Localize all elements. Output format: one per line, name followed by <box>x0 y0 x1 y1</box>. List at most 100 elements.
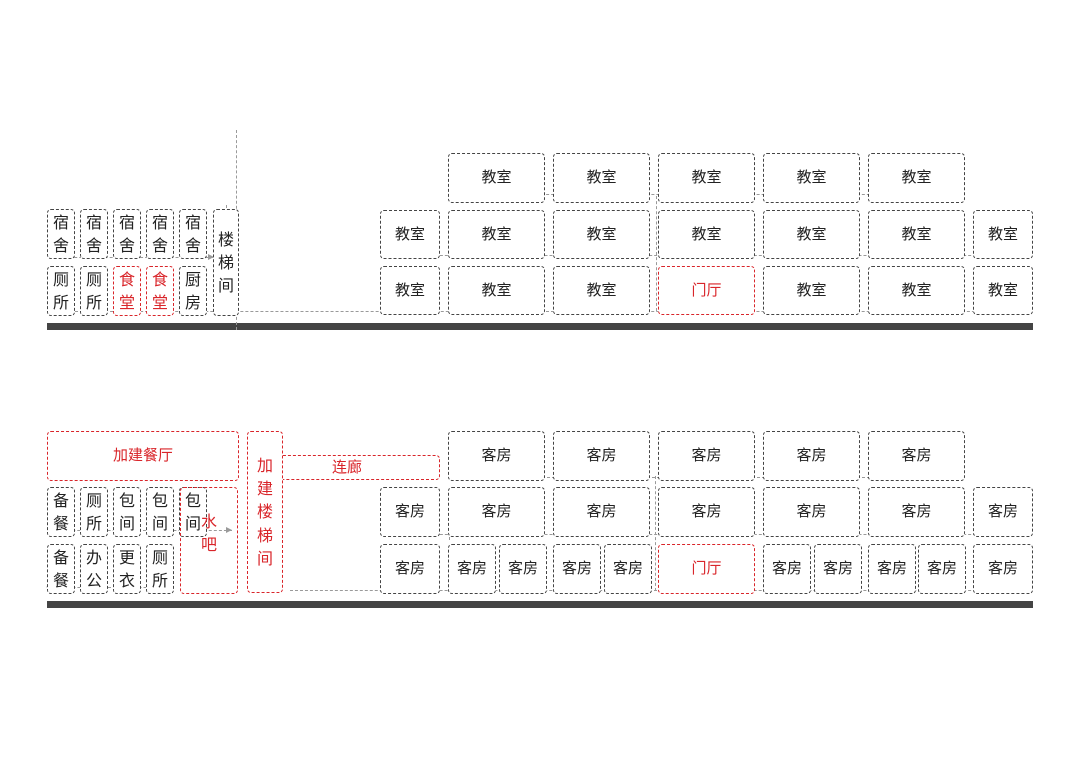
room-label: 连廊 <box>331 457 362 476</box>
room-label: 教室 <box>901 280 932 299</box>
room-box: 厕所 <box>80 487 108 537</box>
room-label: 客房 <box>394 502 425 521</box>
room-label: 包间 <box>184 490 201 533</box>
room-box: 办公 <box>80 544 108 594</box>
corridor-line <box>52 530 232 531</box>
room-box: 客房 <box>380 487 440 537</box>
room-box: 客房 <box>604 544 652 594</box>
room-label: 厕所 <box>85 269 102 312</box>
room-label: 教室 <box>586 168 617 187</box>
room-box: 教室 <box>763 210 860 259</box>
room-label: 教室 <box>394 224 425 243</box>
room-box: 包间 <box>146 487 174 537</box>
room-label: 宿舍 <box>118 212 135 255</box>
room-box: 教室 <box>658 210 755 259</box>
room-label: 宿舍 <box>184 212 201 255</box>
room-box: 客房 <box>868 544 916 594</box>
room-label: 教室 <box>987 280 1018 299</box>
room-label: 食堂 <box>151 269 168 312</box>
room-box: 加建楼梯间 <box>247 431 283 593</box>
room-box: 厨房 <box>179 266 207 316</box>
corridor-line <box>290 590 1016 591</box>
room-label: 食堂 <box>118 269 135 312</box>
room-box: 教室 <box>448 210 545 259</box>
room-box: 客房 <box>499 544 547 594</box>
room-label: 教室 <box>481 224 512 243</box>
room-label: 客房 <box>612 559 643 578</box>
room-label: 客房 <box>561 559 592 578</box>
room-label: 教室 <box>481 168 512 187</box>
room-label: 教室 <box>586 280 617 299</box>
room-box: 宿舍 <box>47 209 75 259</box>
room-label: 客房 <box>901 446 932 465</box>
room-box: 教室 <box>553 153 650 203</box>
room-label: 教室 <box>481 280 512 299</box>
room-box: 客房 <box>448 544 496 594</box>
room-box: 备餐 <box>47 544 75 594</box>
room-box: 水吧 <box>180 487 238 594</box>
room-box: 教室 <box>763 153 860 203</box>
room-label: 门厅 <box>691 559 722 578</box>
room-label: 水吧 <box>200 512 217 555</box>
room-box: 教室 <box>763 266 860 315</box>
room-box: 客房 <box>763 431 860 481</box>
room-label: 厕所 <box>85 490 102 533</box>
arrow-right-icon <box>226 527 232 533</box>
room-label: 宿舍 <box>151 212 168 255</box>
room-box: 客房 <box>814 544 862 594</box>
room-box: 客房 <box>973 544 1033 594</box>
corridor-line <box>52 587 172 588</box>
room-box: 客房 <box>448 431 545 481</box>
room-label: 加建餐厅 <box>112 446 173 465</box>
room-box: 客房 <box>868 431 965 481</box>
room-label: 教室 <box>987 224 1018 243</box>
room-label: 教室 <box>586 224 617 243</box>
room-box: 教室 <box>868 266 965 315</box>
corridor-line <box>75 311 1015 312</box>
room-box: 教室 <box>868 210 965 259</box>
room-box: 宿舍 <box>80 209 108 259</box>
room-box: 教室 <box>553 210 650 259</box>
room-label: 客房 <box>691 502 722 521</box>
room-box: 厕所 <box>80 266 108 316</box>
room-label: 客房 <box>586 502 617 521</box>
room-label: 客房 <box>987 502 1018 521</box>
room-label: 包间 <box>151 490 168 533</box>
room-label: 教室 <box>796 280 827 299</box>
room-label: 宿舍 <box>52 212 69 255</box>
room-label: 客房 <box>481 502 512 521</box>
room-box: 楼梯间 <box>213 209 239 316</box>
room-label: 备餐 <box>52 490 69 533</box>
room-label: 厕所 <box>151 547 168 590</box>
room-box: 客房 <box>763 487 860 537</box>
room-box: 客房 <box>763 544 811 594</box>
room-label: 客房 <box>822 559 853 578</box>
room-box: 教室 <box>868 153 965 203</box>
room-label: 客房 <box>586 446 617 465</box>
room-box: 宿舍 <box>179 209 207 259</box>
room-box: 食堂 <box>113 266 141 316</box>
room-label: 教室 <box>796 224 827 243</box>
room-box: 教室 <box>380 266 440 315</box>
room-box: 客房 <box>553 487 650 537</box>
room-box: 客房 <box>553 544 601 594</box>
room-label: 宿舍 <box>85 212 102 255</box>
room-box: 客房 <box>448 487 545 537</box>
room-label: 厕所 <box>52 269 69 312</box>
room-box: 食堂 <box>146 266 174 316</box>
room-box: 教室 <box>658 153 755 203</box>
room-label: 客房 <box>456 559 487 578</box>
room-label: 加建楼梯间 <box>256 456 273 568</box>
room-box: 教室 <box>553 266 650 315</box>
ground-line <box>47 323 1033 330</box>
room-box: 门厅 <box>658 544 755 594</box>
room-label: 教室 <box>394 280 425 299</box>
room-label: 教室 <box>901 168 932 187</box>
room-box: 备餐 <box>47 487 75 537</box>
room-label: 备餐 <box>52 547 69 590</box>
room-label: 客房 <box>901 502 932 521</box>
room-box: 厕所 <box>146 544 174 594</box>
corridor-line <box>656 196 657 311</box>
room-box: 客房 <box>918 544 966 594</box>
